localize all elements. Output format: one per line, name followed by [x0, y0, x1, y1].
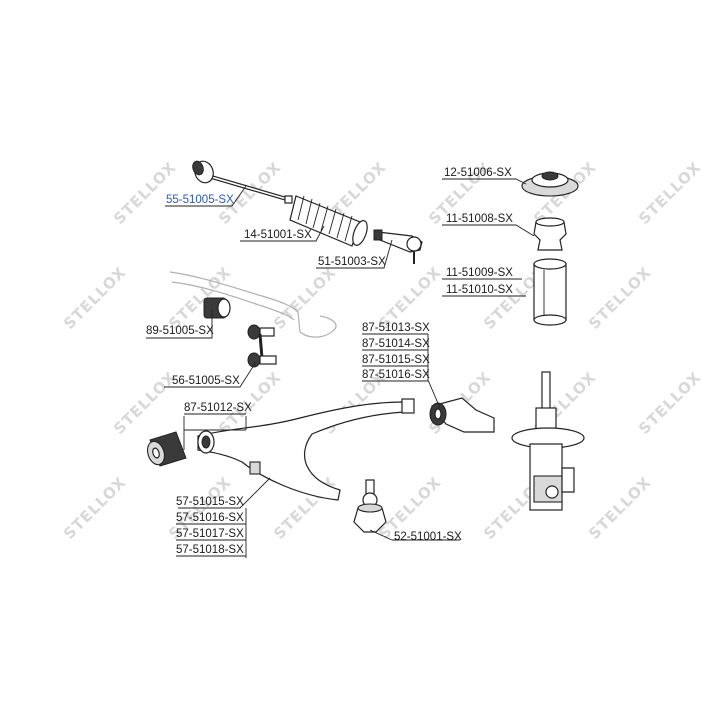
shock-absorber: [511, 371, 585, 511]
watermark: STELLOX: [60, 263, 130, 333]
bump-stop[interactable]: [533, 217, 567, 251]
label-stabilizer-bushing[interactable]: 89-51005-SX: [146, 325, 214, 337]
watermark: STELLOX: [635, 158, 705, 228]
steering-boot[interactable]: [289, 195, 370, 247]
ball-joint[interactable]: [353, 479, 387, 533]
label-control-arm-2[interactable]: 57-51016-SX: [176, 512, 244, 524]
label-underlines: [176, 278, 518, 557]
label-steering-boot[interactable]: 14-51001-SX: [244, 229, 312, 241]
watermark: STELLOX: [60, 473, 130, 543]
tie-rod[interactable]: [191, 159, 293, 204]
label-strut-mount[interactable]: 12-51006-SX: [444, 167, 512, 179]
label-rear-bushing-2[interactable]: 87-51014-SX: [362, 338, 430, 350]
label-rear-bushing-1[interactable]: 87-51013-SX: [362, 322, 430, 334]
watermark: STELLOX: [585, 263, 655, 333]
rear-arm-bushing[interactable]: [429, 397, 495, 433]
label-tie-rod[interactable]: 55-51005-SX: [166, 194, 234, 206]
stabilizer-bushing[interactable]: [203, 297, 231, 319]
watermark: STELLOX: [270, 263, 340, 333]
label-front-bushing[interactable]: 87-51012-SX: [184, 402, 252, 414]
label-bump-stop[interactable]: 11-51008-SX: [446, 213, 513, 225]
lower-control-arm[interactable]: [197, 398, 415, 501]
watermark: STELLOX: [635, 368, 705, 438]
label-control-arm-3[interactable]: 57-51017-SX: [176, 528, 244, 540]
watermark: STELLOX: [215, 158, 285, 228]
label-rear-bushing-4[interactable]: 87-51016-SX: [362, 369, 430, 381]
stabilizer-bar: [169, 271, 337, 338]
label-tie-rod-end[interactable]: 51-51003-SX: [318, 256, 386, 268]
label-control-arm-4[interactable]: 57-51018-SX: [176, 544, 244, 556]
watermark: STELLOX: [110, 158, 180, 228]
label-dust-cover-2[interactable]: 11-51010-SX: [446, 284, 513, 296]
label-ball-joint[interactable]: 52-51001-SX: [394, 531, 462, 543]
label-rear-bushing-3[interactable]: 87-51015-SX: [362, 354, 430, 366]
label-control-arm-1[interactable]: 57-51015-SX: [176, 496, 244, 508]
watermark: STELLOX: [110, 368, 180, 438]
stabilizer-link[interactable]: [247, 324, 277, 368]
strut-mount[interactable]: [521, 171, 579, 197]
front-arm-bushing[interactable]: [145, 431, 187, 467]
watermark: STELLOX: [585, 473, 655, 543]
label-stabilizer-link[interactable]: 56-51005-SX: [172, 375, 240, 387]
dust-cover[interactable]: [533, 258, 567, 326]
label-dust-cover-1[interactable]: 11-51009-SX: [446, 267, 513, 279]
tie-rod-end[interactable]: [373, 229, 423, 264]
